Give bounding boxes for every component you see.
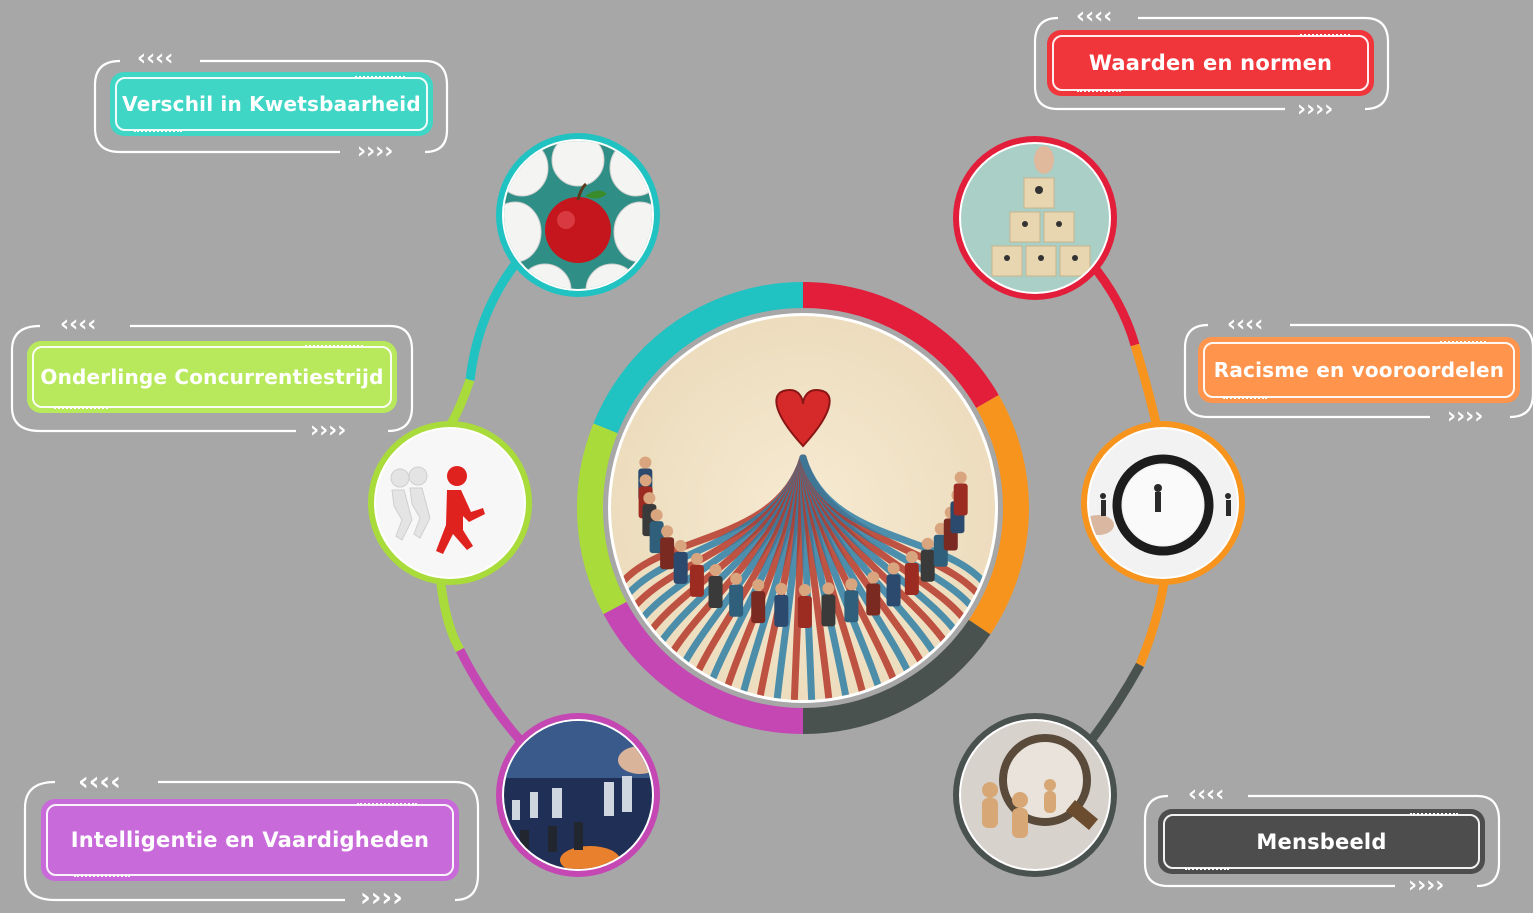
satellite-racisme[interactable] xyxy=(1081,421,1245,585)
magnifying-glass-icon xyxy=(1089,429,1237,577)
satellite-verschil[interactable] xyxy=(489,133,666,316)
person-figure xyxy=(886,562,901,607)
chevrons-left-icon: ‹‹‹‹ xyxy=(78,767,121,797)
chevrons-left-icon: ‹‹‹‹ xyxy=(137,46,174,71)
chevrons-left-icon: ‹‹‹‹ xyxy=(1188,782,1225,807)
topic-label-intelligentie[interactable]: Intelligentie en Vaardigheden xyxy=(41,799,459,881)
person-figure xyxy=(751,579,766,624)
person-figure xyxy=(953,471,968,516)
ring-segment-orange xyxy=(968,395,1029,635)
chevrons-left-icon: ‹‹‹‹ xyxy=(60,312,97,337)
dotted-accent xyxy=(357,803,417,805)
chevrons-right-icon: ›››› xyxy=(360,883,403,913)
person-figure xyxy=(866,571,881,616)
dotted-accent xyxy=(1410,813,1458,815)
running-figures-icon xyxy=(376,429,524,577)
ring-segment-magenta xyxy=(603,601,804,734)
dotted-accent xyxy=(1185,868,1229,870)
satellite-waarden[interactable] xyxy=(953,136,1117,300)
person-figure xyxy=(708,563,723,608)
person-figure xyxy=(774,582,789,627)
chevrons-right-icon: ›››› xyxy=(1297,97,1334,122)
chevrons-right-icon: ›››› xyxy=(357,139,394,164)
ring-segment-teal xyxy=(593,282,804,434)
dotted-accent xyxy=(134,130,182,132)
person-figure xyxy=(920,537,935,582)
person-figure xyxy=(844,578,859,623)
label-frames xyxy=(10,16,1533,902)
person-figure xyxy=(689,552,704,597)
ring-segment-dark-gray xyxy=(802,619,991,734)
ring-segment-lime xyxy=(577,423,627,615)
chevrons-right-icon: ›››› xyxy=(1408,873,1445,898)
ring-segment-red xyxy=(802,282,999,409)
topic-label-waarden[interactable]: Waarden en normen xyxy=(1047,30,1374,96)
person-figure xyxy=(673,539,688,584)
person-figure xyxy=(660,525,675,570)
dotted-accent xyxy=(355,76,405,78)
dotted-accent xyxy=(54,407,108,409)
topic-label-verschil[interactable]: Verschil in Kwetsbaarheid xyxy=(110,72,433,136)
dotted-accent xyxy=(1077,90,1121,92)
person-figure xyxy=(821,582,836,627)
dotted-accent xyxy=(305,345,363,347)
dotted-accent xyxy=(1440,341,1486,343)
ribbon-strand xyxy=(799,454,995,595)
chevrons-right-icon: ›››› xyxy=(310,418,347,443)
person-figure xyxy=(904,550,919,595)
dotted-accent xyxy=(74,875,130,877)
heart-icon xyxy=(775,388,831,448)
chevrons-right-icon: ›››› xyxy=(1447,404,1484,429)
dotted-accent xyxy=(1300,34,1350,36)
person-figure xyxy=(729,572,744,617)
center-image xyxy=(608,313,998,703)
wooden-blocks-pyramid-icon xyxy=(961,144,1109,292)
center-ring xyxy=(577,282,1029,734)
topic-label-mensbeeld[interactable]: Mensbeeld xyxy=(1158,809,1485,874)
satellite-concurrentie[interactable] xyxy=(368,421,532,585)
satellite-mensbeeld[interactable] xyxy=(953,713,1117,878)
chevrons-left-icon: ‹‹‹‹ xyxy=(1227,312,1264,337)
dotted-accent xyxy=(1223,397,1267,399)
chevrons-left-icon: ‹‹‹‹ xyxy=(1076,4,1113,29)
person-figure xyxy=(797,583,812,628)
topic-label-racisme[interactable]: Racisme en vooroordelen xyxy=(1198,337,1520,403)
wooden-figures-magnifier-icon xyxy=(961,721,1109,869)
satellite-intelligentie[interactable] xyxy=(496,713,662,878)
topic-label-concurrentie[interactable]: Onderlinge Concurrentiestrijd xyxy=(27,341,397,413)
